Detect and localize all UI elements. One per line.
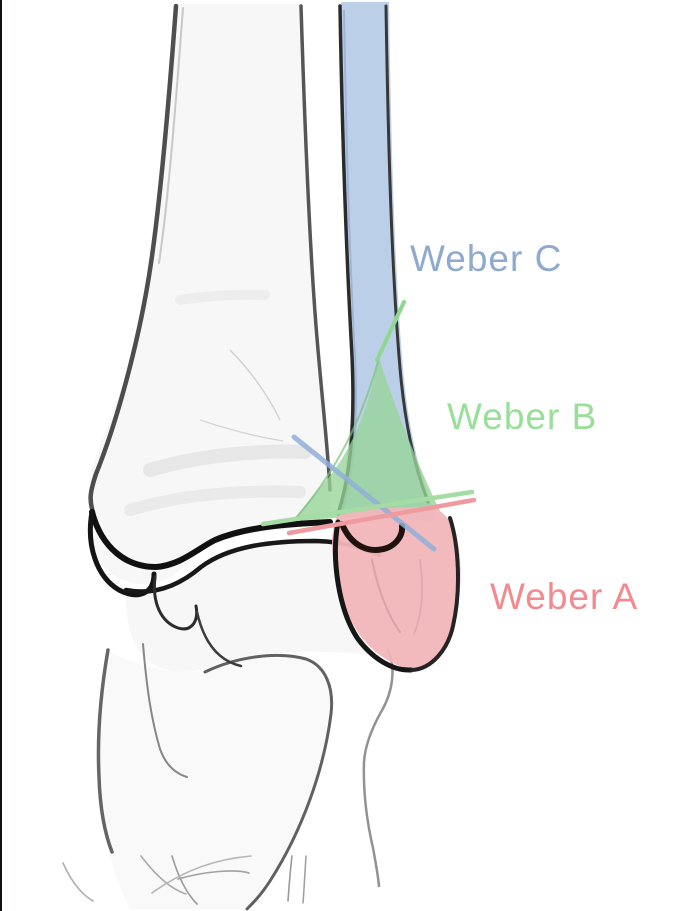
sketch-stroke <box>171 855 198 905</box>
weber-c-label: Weber C <box>410 238 562 279</box>
weber-b-apex-line <box>375 300 406 362</box>
talus-medial-hook <box>152 575 199 631</box>
sketch-stroke <box>177 870 250 880</box>
sketch-stroke <box>229 349 281 421</box>
sinus-tarsi-curve <box>203 653 334 911</box>
weber-a-label: Weber A <box>490 576 638 617</box>
tibial-plafond-line <box>89 509 333 571</box>
weber-b-zone <box>293 356 440 521</box>
calcaneus-fill <box>98 652 331 909</box>
fracture-level-lines <box>260 300 477 552</box>
sketch-stroke <box>287 855 293 902</box>
shading-stroke <box>124 485 306 516</box>
sketch-stroke <box>62 862 94 902</box>
lateral-malleolus-right-edge <box>410 516 460 672</box>
weber-b-level-line <box>260 489 475 527</box>
shading-stroke <box>175 289 270 305</box>
talus-neck-line <box>195 610 243 668</box>
lateral-malleolus-outlines <box>333 516 460 673</box>
sketch-stroke <box>371 559 401 633</box>
weber-b-label: Weber B <box>447 396 597 437</box>
tibia-right-edge <box>299 4 332 492</box>
lateral-malleolus-left-edge <box>333 519 414 673</box>
lateral-malleolus-dark-arc <box>339 521 406 553</box>
sketch-stroke <box>413 559 423 635</box>
tibia-left-edge-echo <box>158 7 184 264</box>
sketch-stroke <box>199 419 284 442</box>
weber-c-zone <box>338 2 436 521</box>
calcaneus-inner-line <box>142 643 188 778</box>
calcaneus-lateral-edge <box>362 648 394 888</box>
weber-c-fracture-line <box>291 434 437 552</box>
left-border-line <box>0 0 2 911</box>
weber-b-zone-edge <box>294 357 380 520</box>
sketch-stroke <box>140 855 187 895</box>
sketch-stroke <box>151 855 252 894</box>
sketch-stroke <box>302 855 307 904</box>
calcaneus-medial-edge <box>96 648 114 854</box>
tibia-left-edge <box>88 3 179 515</box>
weber-a-level-line <box>286 497 477 536</box>
shading-stroke <box>143 444 312 477</box>
